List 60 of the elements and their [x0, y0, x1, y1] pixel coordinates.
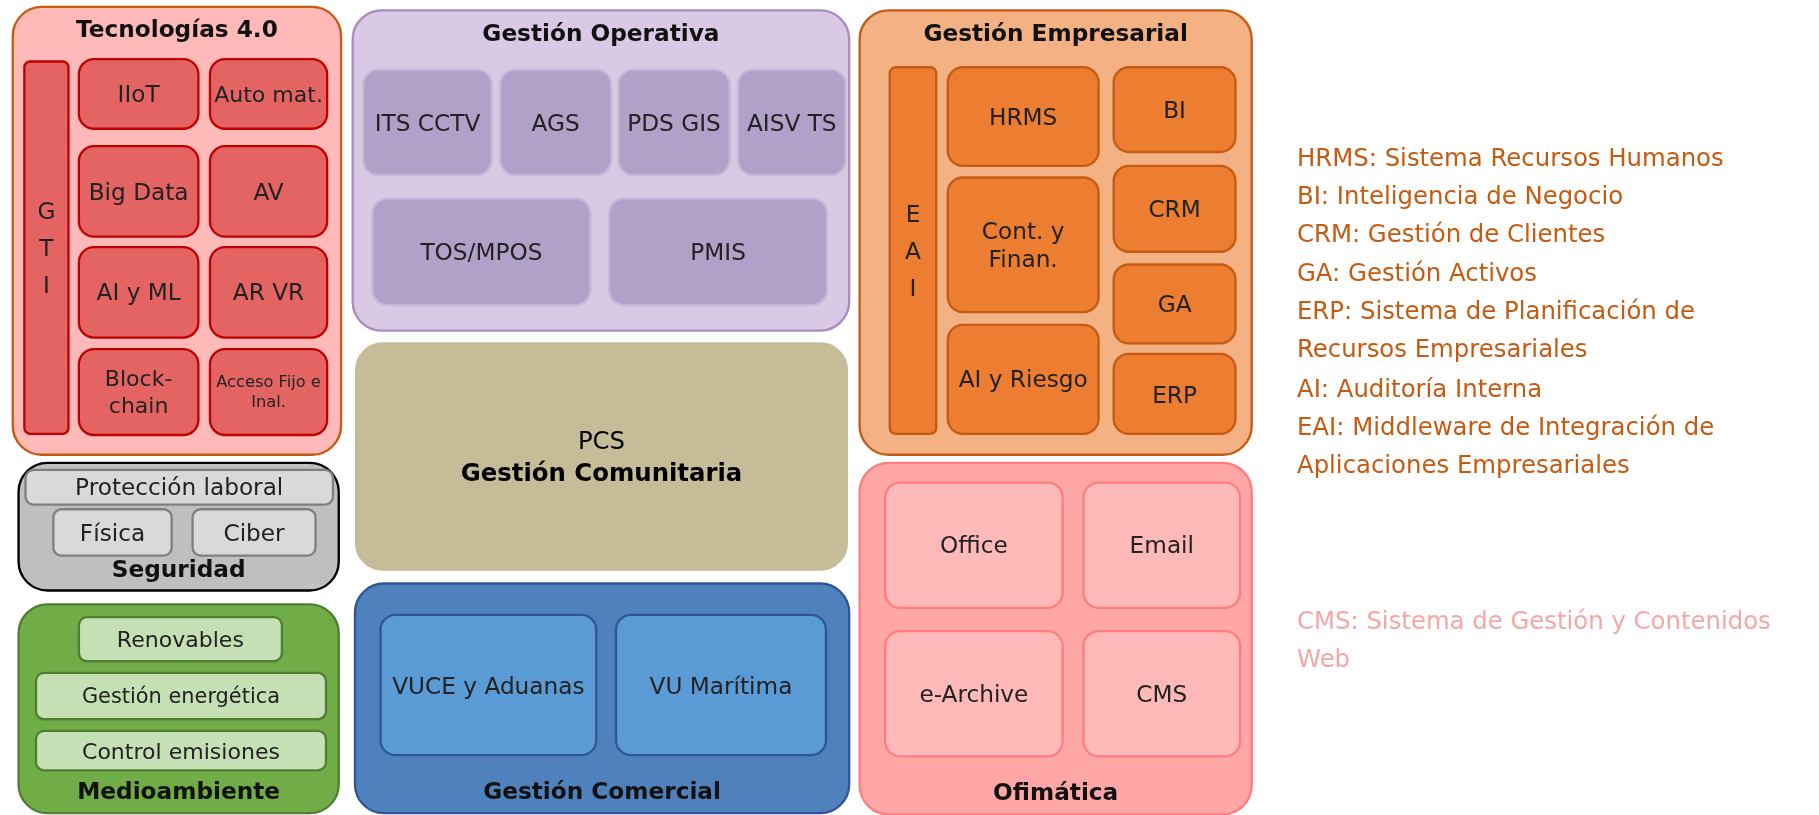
- group-panel: [11, 5, 343, 456]
- module-tile: CRM: [1112, 164, 1237, 253]
- module-tile: Ciber: [191, 508, 317, 557]
- module-tile: Física: [52, 508, 173, 557]
- abbreviation-note: GA: Gestión Activos: [1296, 257, 1538, 289]
- platform-acronym: PCS: [577, 426, 626, 455]
- module-tile: HRMS: [946, 66, 1100, 168]
- module-tile: Cont. y Finan.: [946, 176, 1100, 314]
- module-tile: Big Data: [77, 145, 200, 238]
- vertical-bar: G T I: [23, 60, 70, 436]
- group-title: Medioambiente: [76, 777, 282, 806]
- module-tile: Acceso Fijo e Inal.: [208, 348, 329, 437]
- module-tile: AISV TS: [736, 68, 847, 177]
- abbreviation-note: CMS: Sistema de Gestión y Contenidos Web: [1296, 605, 1772, 675]
- group-panel: [353, 582, 851, 815]
- group-panel: [17, 461, 340, 592]
- group-panel: [858, 461, 1253, 815]
- module-tile: BI: [1112, 66, 1237, 154]
- group-panel: [858, 9, 1253, 456]
- module-tile: Email: [1082, 481, 1242, 610]
- module-tile: PDS GIS: [617, 68, 731, 177]
- abbreviation-note: CRM: Gestión de Clientes: [1296, 219, 1607, 251]
- module-tile: IIoT: [77, 58, 200, 130]
- module-tile: Block-chain: [77, 348, 200, 437]
- group-title: Gestión Comercial: [482, 777, 722, 806]
- module-tile: ERP: [1112, 352, 1237, 436]
- abbreviation-note: AI: Auditoría Interna: [1296, 373, 1544, 405]
- group-title: Tecnologías 4.0: [75, 15, 279, 43]
- module-tile: AI y Riesgo: [946, 323, 1100, 436]
- module-tile: Protección laboral: [24, 468, 335, 506]
- group-panel: [17, 603, 340, 815]
- group-title: Gestión Operativa: [481, 18, 721, 47]
- module-tile: AGS: [498, 68, 613, 177]
- module-tile: VU Marítima: [614, 613, 828, 757]
- module-tile: e-Archive: [884, 629, 1064, 758]
- vertical-bar: E A I: [888, 66, 938, 436]
- module-tile: Gestión energética: [34, 671, 328, 721]
- group-title: Ofimática: [992, 778, 1120, 807]
- module-tile: Office: [884, 481, 1064, 610]
- abbreviation-note: BI: Inteligencia de Negocio: [1296, 181, 1625, 212]
- module-tile: GA: [1112, 263, 1237, 345]
- group-panel: [351, 9, 851, 332]
- abbreviation-note: HRMS: Sistema Recursos Humanos: [1296, 142, 1725, 174]
- module-tile: Control emisiones: [34, 729, 328, 772]
- module-tile: AI y ML: [77, 245, 200, 339]
- module-tile: VUCE y Aduanas: [379, 613, 598, 757]
- module-tile: ITS CCTV: [361, 68, 494, 177]
- module-tile: AV: [208, 145, 329, 238]
- module-tile: Renovables: [77, 616, 284, 663]
- module-tile: AR VR: [208, 245, 329, 339]
- module-tile: TOS/MPOS: [371, 197, 592, 307]
- abbreviation-note: ERP: Sistema de Planificación de Recursos Empresariales: [1296, 296, 1696, 365]
- abbreviation-note: EAI: Middleware de Integración de Aplicaciones Empresariales: [1296, 412, 1716, 481]
- group-title: Gestión Empresarial: [922, 18, 1189, 47]
- module-tile: PMIS: [607, 197, 829, 307]
- module-tile: CMS: [1082, 629, 1242, 758]
- group-title: Seguridad: [110, 554, 247, 583]
- platform-panel: [355, 342, 848, 571]
- module-tile: Auto mat.: [208, 58, 329, 130]
- platform-title: Gestión Comunitaria: [460, 458, 743, 487]
